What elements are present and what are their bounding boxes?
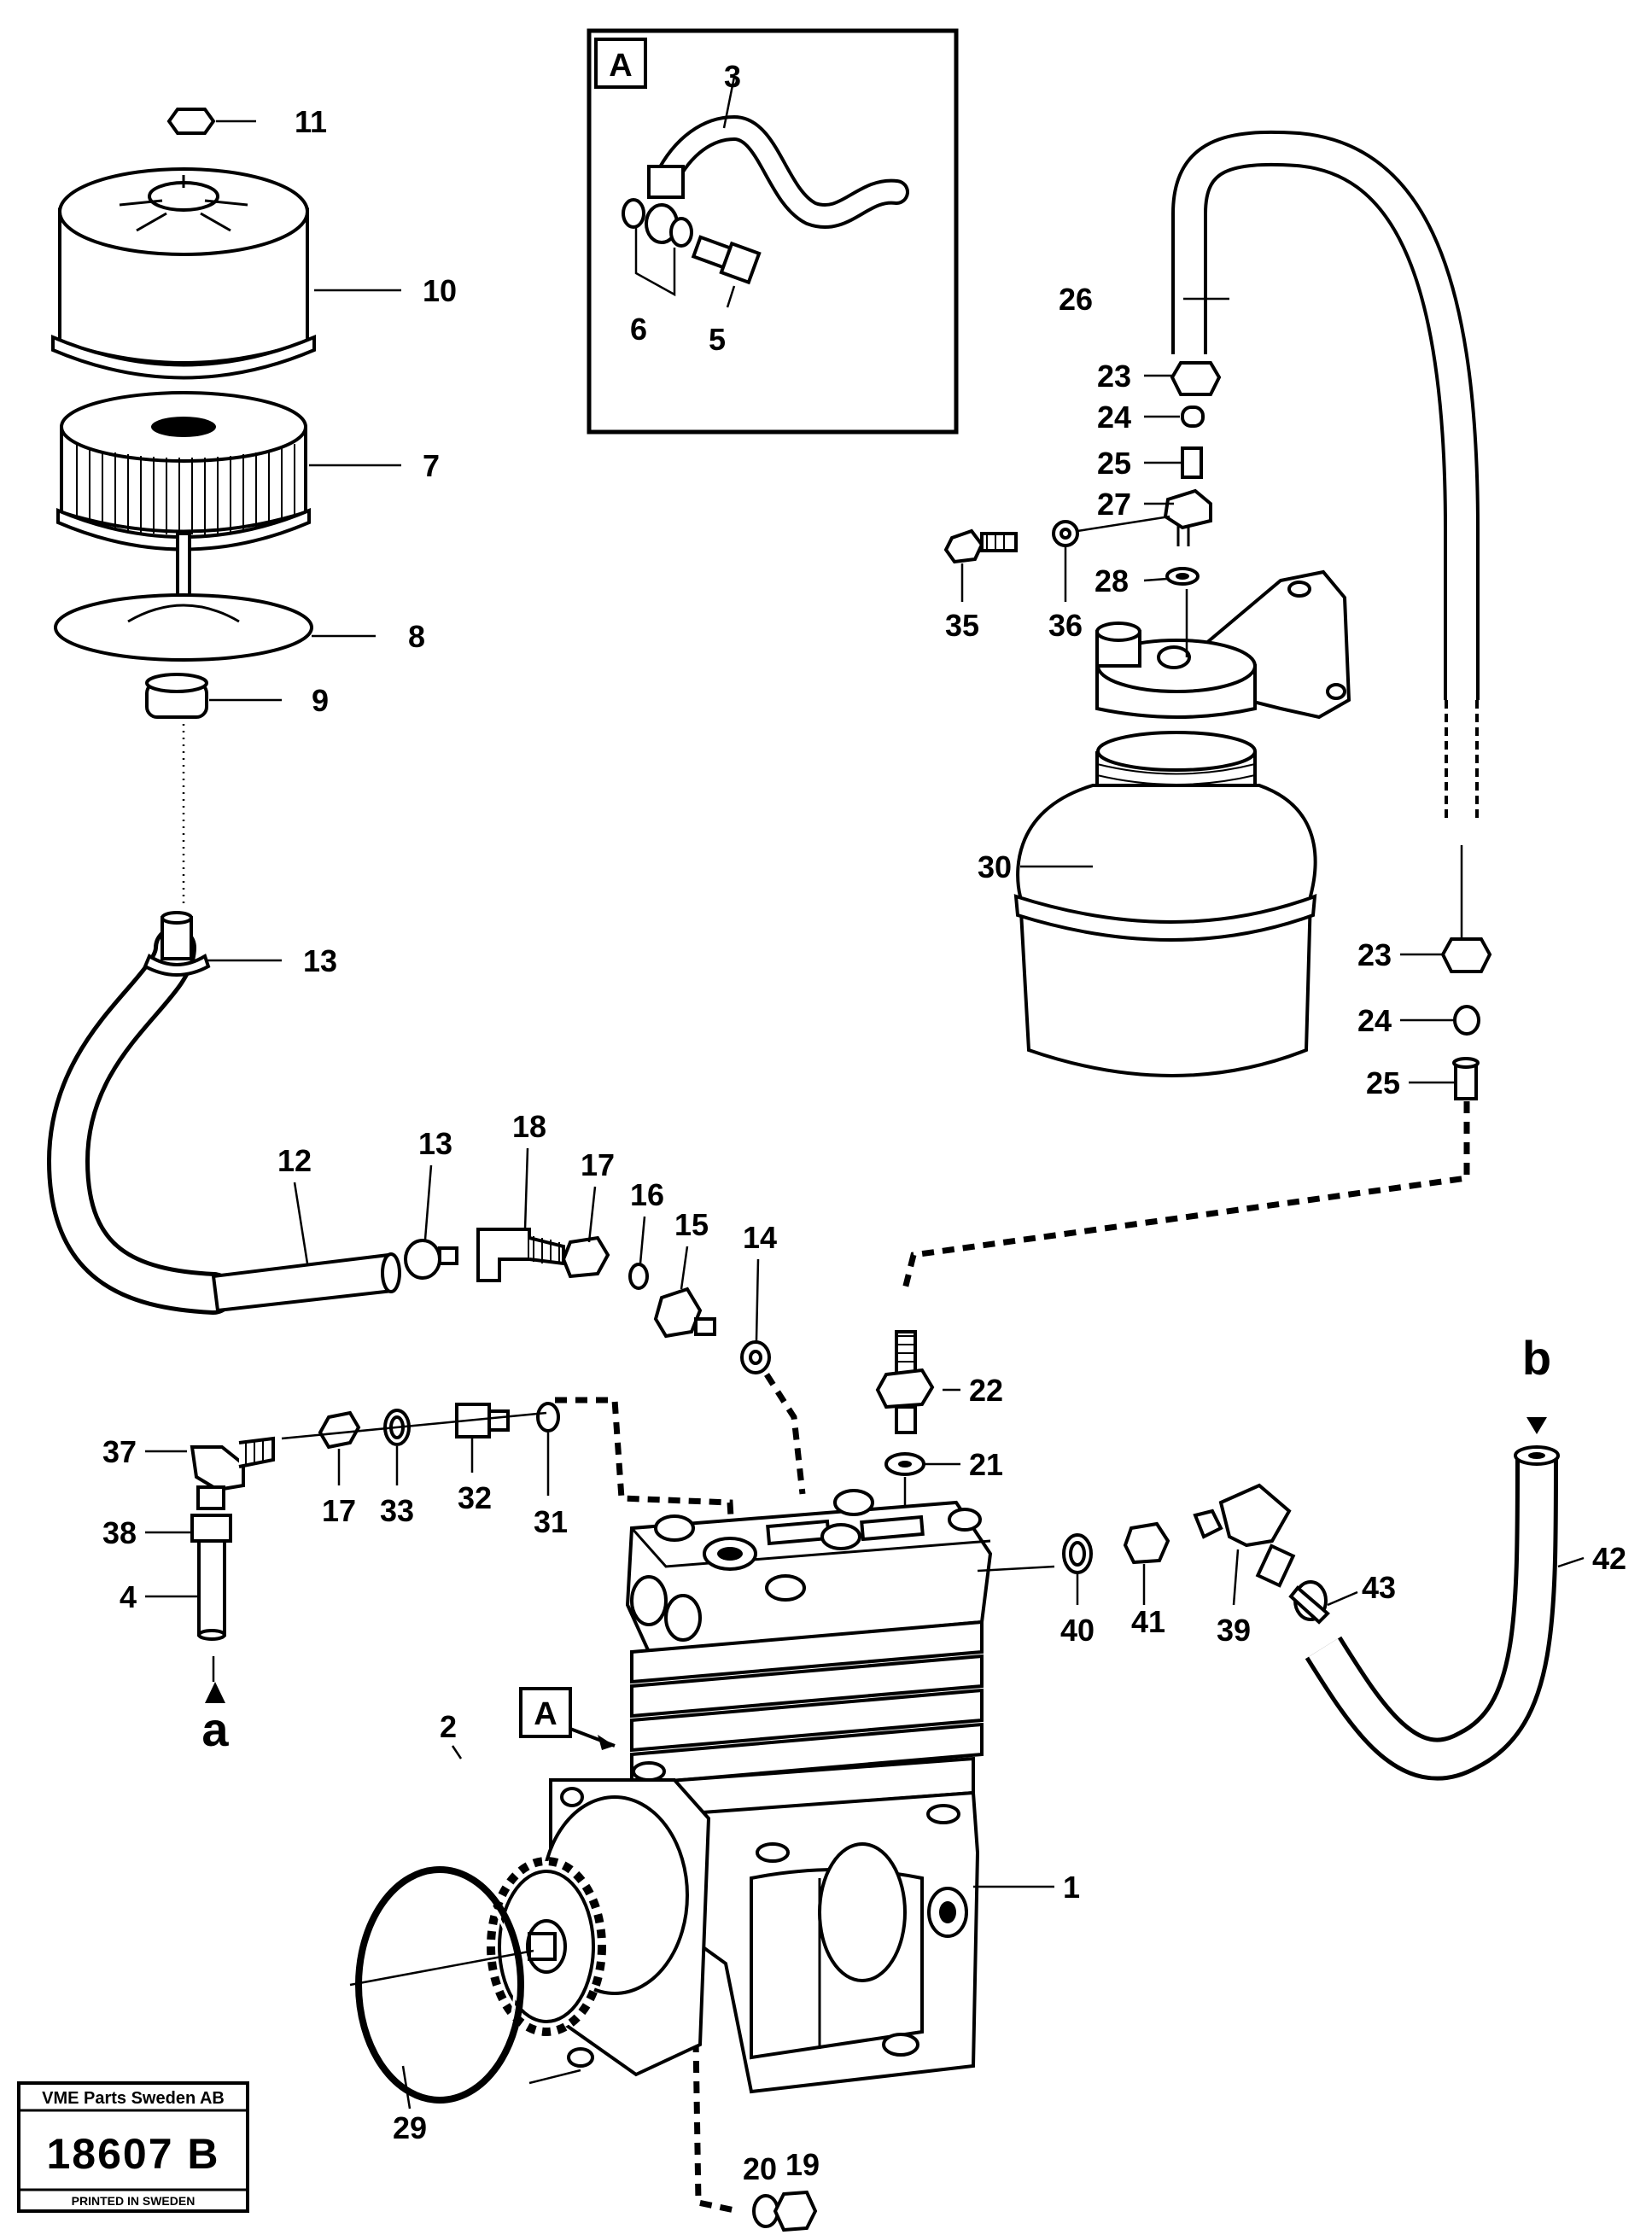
label-22: 22 — [969, 1373, 1003, 1408]
outlet-fittings — [1062, 1417, 1585, 1781]
label-21: 21 — [969, 1447, 1003, 1482]
label-36: 36 — [1048, 608, 1083, 643]
label-17-upper: 17 — [581, 1147, 615, 1182]
label-11: 11 — [295, 104, 327, 139]
label-7: 7 — [423, 448, 440, 483]
fittings-22-21 — [875, 1330, 935, 1507]
label-10: 10 — [423, 273, 457, 308]
label-23-upper: 23 — [1097, 359, 1131, 394]
leader-lines — [145, 120, 1456, 1759]
compressor-assembly — [349, 1489, 1055, 2104]
label-1: 1 — [1063, 1870, 1080, 1905]
label-13-upper: 13 — [303, 943, 337, 978]
label-29: 29 — [393, 2110, 427, 2145]
detail-a-letter: A — [609, 48, 632, 84]
label-31: 31 — [534, 1504, 568, 1539]
label-16: 16 — [630, 1177, 664, 1212]
hose-26 — [1171, 130, 1492, 1100]
detail-a-box: A — [587, 28, 959, 435]
label-17-lower: 17 — [322, 1493, 356, 1528]
label-24-upper: 24 — [1097, 400, 1131, 435]
label-26: 26 — [1059, 282, 1093, 317]
label-23-lower: 23 — [1357, 937, 1392, 972]
dashed-line-19 — [692, 2040, 739, 2215]
label-15: 15 — [674, 1207, 709, 1242]
label-35: 35 — [945, 608, 979, 643]
label-30: 30 — [978, 849, 1012, 884]
label-43: 43 — [1362, 1570, 1396, 1605]
label-6: 6 — [630, 312, 647, 347]
label-19: 19 — [785, 2147, 820, 2182]
label-25-lower: 25 — [1366, 1065, 1400, 1100]
detail-a-callout-letter: A — [534, 1696, 557, 1732]
label-13-lower: 13 — [418, 1126, 452, 1161]
label-20: 20 — [743, 2151, 777, 2186]
label-39: 39 — [1217, 1613, 1251, 1648]
label-18: 18 — [512, 1109, 546, 1144]
label-41: 41 — [1131, 1604, 1165, 1639]
label-3: 3 — [724, 59, 741, 94]
label-40: 40 — [1060, 1613, 1095, 1648]
label-9: 9 — [312, 683, 329, 718]
label-8: 8 — [408, 619, 425, 654]
flow-marker-a: a — [201, 1702, 229, 1756]
label-12: 12 — [277, 1143, 312, 1178]
air-filter-assembly — [51, 108, 316, 905]
label-14: 14 — [743, 1220, 777, 1255]
flow-marker-b: b — [1522, 1331, 1551, 1385]
part-number-labels: 11 10 7 8 9 13 12 13 18 17 16 15 14 22 2… — [102, 59, 1626, 2186]
label-33: 33 — [380, 1493, 414, 1528]
fittings-19-20 — [752, 2190, 818, 2232]
dashed-line-22 — [902, 1101, 1470, 1290]
title-block-printed: PRINTED IN SWEDEN — [72, 2194, 196, 2208]
oil-reservoir-assembly — [943, 361, 1351, 1077]
label-4: 4 — [120, 1579, 137, 1614]
label-24-lower: 24 — [1357, 1003, 1392, 1038]
label-42: 42 — [1592, 1541, 1626, 1576]
label-25-upper: 25 — [1097, 446, 1131, 481]
label-37: 37 — [102, 1434, 137, 1469]
label-28: 28 — [1095, 563, 1129, 598]
label-2: 2 — [440, 1709, 457, 1744]
label-32: 32 — [458, 1480, 492, 1515]
inlet-fittings — [190, 1402, 560, 1682]
label-27: 27 — [1097, 487, 1131, 522]
flow-arrow-a — [205, 1682, 225, 1703]
title-block-drawing-number: 18607 B — [46, 2130, 219, 2178]
dashed-line-14 — [764, 1373, 806, 1495]
label-5: 5 — [709, 322, 726, 357]
title-block: VME Parts Sweden AB 18607 B PRINTED IN S… — [17, 2081, 249, 2213]
detail-a-callout-box — [519, 1687, 572, 1738]
label-38: 38 — [102, 1515, 137, 1550]
title-block-company: VME Parts Sweden AB — [42, 2089, 225, 2108]
intake-hose — [46, 911, 771, 1374]
